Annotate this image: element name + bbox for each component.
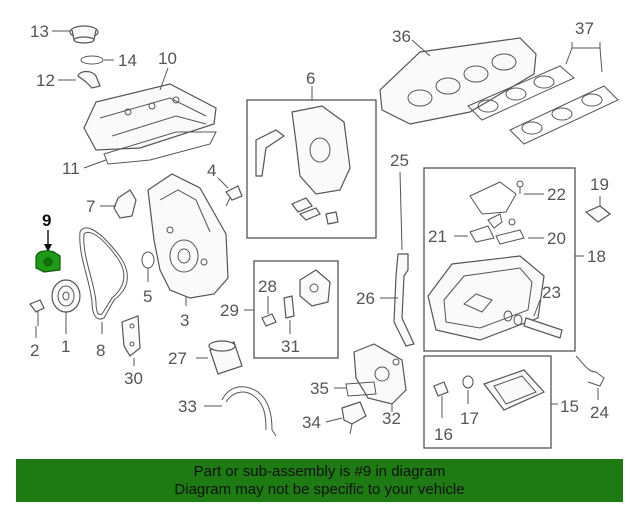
callout-26: 26	[356, 289, 375, 308]
part-23-pickup-tube	[503, 310, 563, 339]
callout-10: 10	[158, 49, 177, 68]
callout-3: 3	[180, 311, 189, 330]
part-14-o-ring	[80, 55, 104, 65]
part-11-cover-gasket	[103, 131, 217, 165]
part-26-dipstick-tube	[393, 253, 415, 347]
callout-12: 12	[36, 71, 55, 90]
callout-23: 23	[542, 283, 561, 302]
part-2-bolt	[29, 299, 45, 326]
part-32-pump-housing	[353, 343, 407, 405]
part-oil-pan	[427, 255, 545, 341]
callout-16: 16	[434, 425, 453, 444]
callout-11: 11	[62, 159, 80, 178]
part-36-intake-manifold	[379, 37, 537, 125]
part-31-sensor	[283, 269, 331, 319]
callout-27: 27	[168, 349, 187, 368]
banner-line-1: Part or sub-assembly is #9 in diagram	[193, 462, 446, 480]
callout-32: 32	[382, 409, 401, 428]
part-22-gasket	[469, 180, 524, 215]
part-13-oil-cap	[69, 25, 99, 44]
banner-line-2: Diagram may not be specific to your vehi…	[174, 480, 465, 498]
callout-30: 30	[124, 369, 143, 388]
callout-6: 6	[306, 69, 315, 88]
callout-4: 4	[207, 161, 216, 180]
part-5-seal	[141, 251, 155, 269]
callout-8: 8	[96, 341, 105, 360]
part-3-timing-cover	[147, 173, 229, 299]
box-15-group	[423, 355, 552, 449]
part-19-sensor	[584, 196, 612, 223]
part-17-washer	[462, 375, 474, 389]
callout-33: 33	[178, 397, 197, 416]
callout-28: 28	[258, 277, 277, 296]
callout-24: 24	[590, 403, 609, 422]
callout-31: 31	[281, 337, 300, 356]
part-27-oil-filter	[208, 340, 243, 375]
info-banner: Part or sub-assembly is #9 in diagram Di…	[16, 459, 623, 502]
part-8-timing-chain	[79, 227, 128, 320]
callout-17: 17	[460, 409, 479, 428]
callout-29: 29	[220, 301, 239, 320]
part-24-hose	[575, 355, 605, 387]
part-10-valve-cover	[83, 83, 217, 151]
callout-25: 25	[390, 151, 409, 170]
part-7-bracket	[113, 189, 137, 219]
box-18-group	[423, 167, 576, 352]
part-28-clip	[261, 313, 277, 327]
callout-14: 14	[118, 51, 137, 70]
part-35-gasket	[345, 381, 377, 397]
callout-21: 21	[428, 227, 447, 246]
callout-22: 22	[547, 185, 566, 204]
part-16-drain-plug	[433, 381, 449, 418]
part-4-sensor	[225, 185, 243, 207]
part-20-pipe	[495, 218, 525, 245]
part-30-bracket	[121, 315, 141, 357]
callout-1: 1	[61, 337, 70, 356]
callout-18: 18	[587, 247, 606, 266]
part-34-fitting	[341, 401, 367, 435]
part-9-highlighted-component[interactable]	[35, 250, 61, 273]
part-21-bracket	[469, 213, 503, 243]
callout-15: 15	[560, 397, 579, 416]
callout-19: 19	[590, 175, 609, 194]
callout-35: 35	[310, 379, 329, 398]
callout-13: 13	[30, 22, 49, 41]
part-oil-pan-lower	[483, 369, 545, 411]
callout-37: 37	[575, 19, 594, 38]
part-33-oil-cooler-hose	[221, 386, 277, 437]
part-6-cover-components	[255, 105, 351, 225]
callout-5: 5	[143, 287, 152, 306]
callout-7: 7	[86, 197, 95, 216]
part-1-pulley	[51, 279, 81, 313]
part-37-manifold-gaskets	[467, 65, 619, 145]
callout-20: 20	[547, 229, 566, 248]
part-12-gasket	[77, 70, 101, 89]
callout-36: 36	[392, 27, 411, 46]
callout-34: 34	[302, 413, 321, 432]
callout-2: 2	[30, 341, 39, 360]
callout-9: 9	[42, 211, 51, 230]
